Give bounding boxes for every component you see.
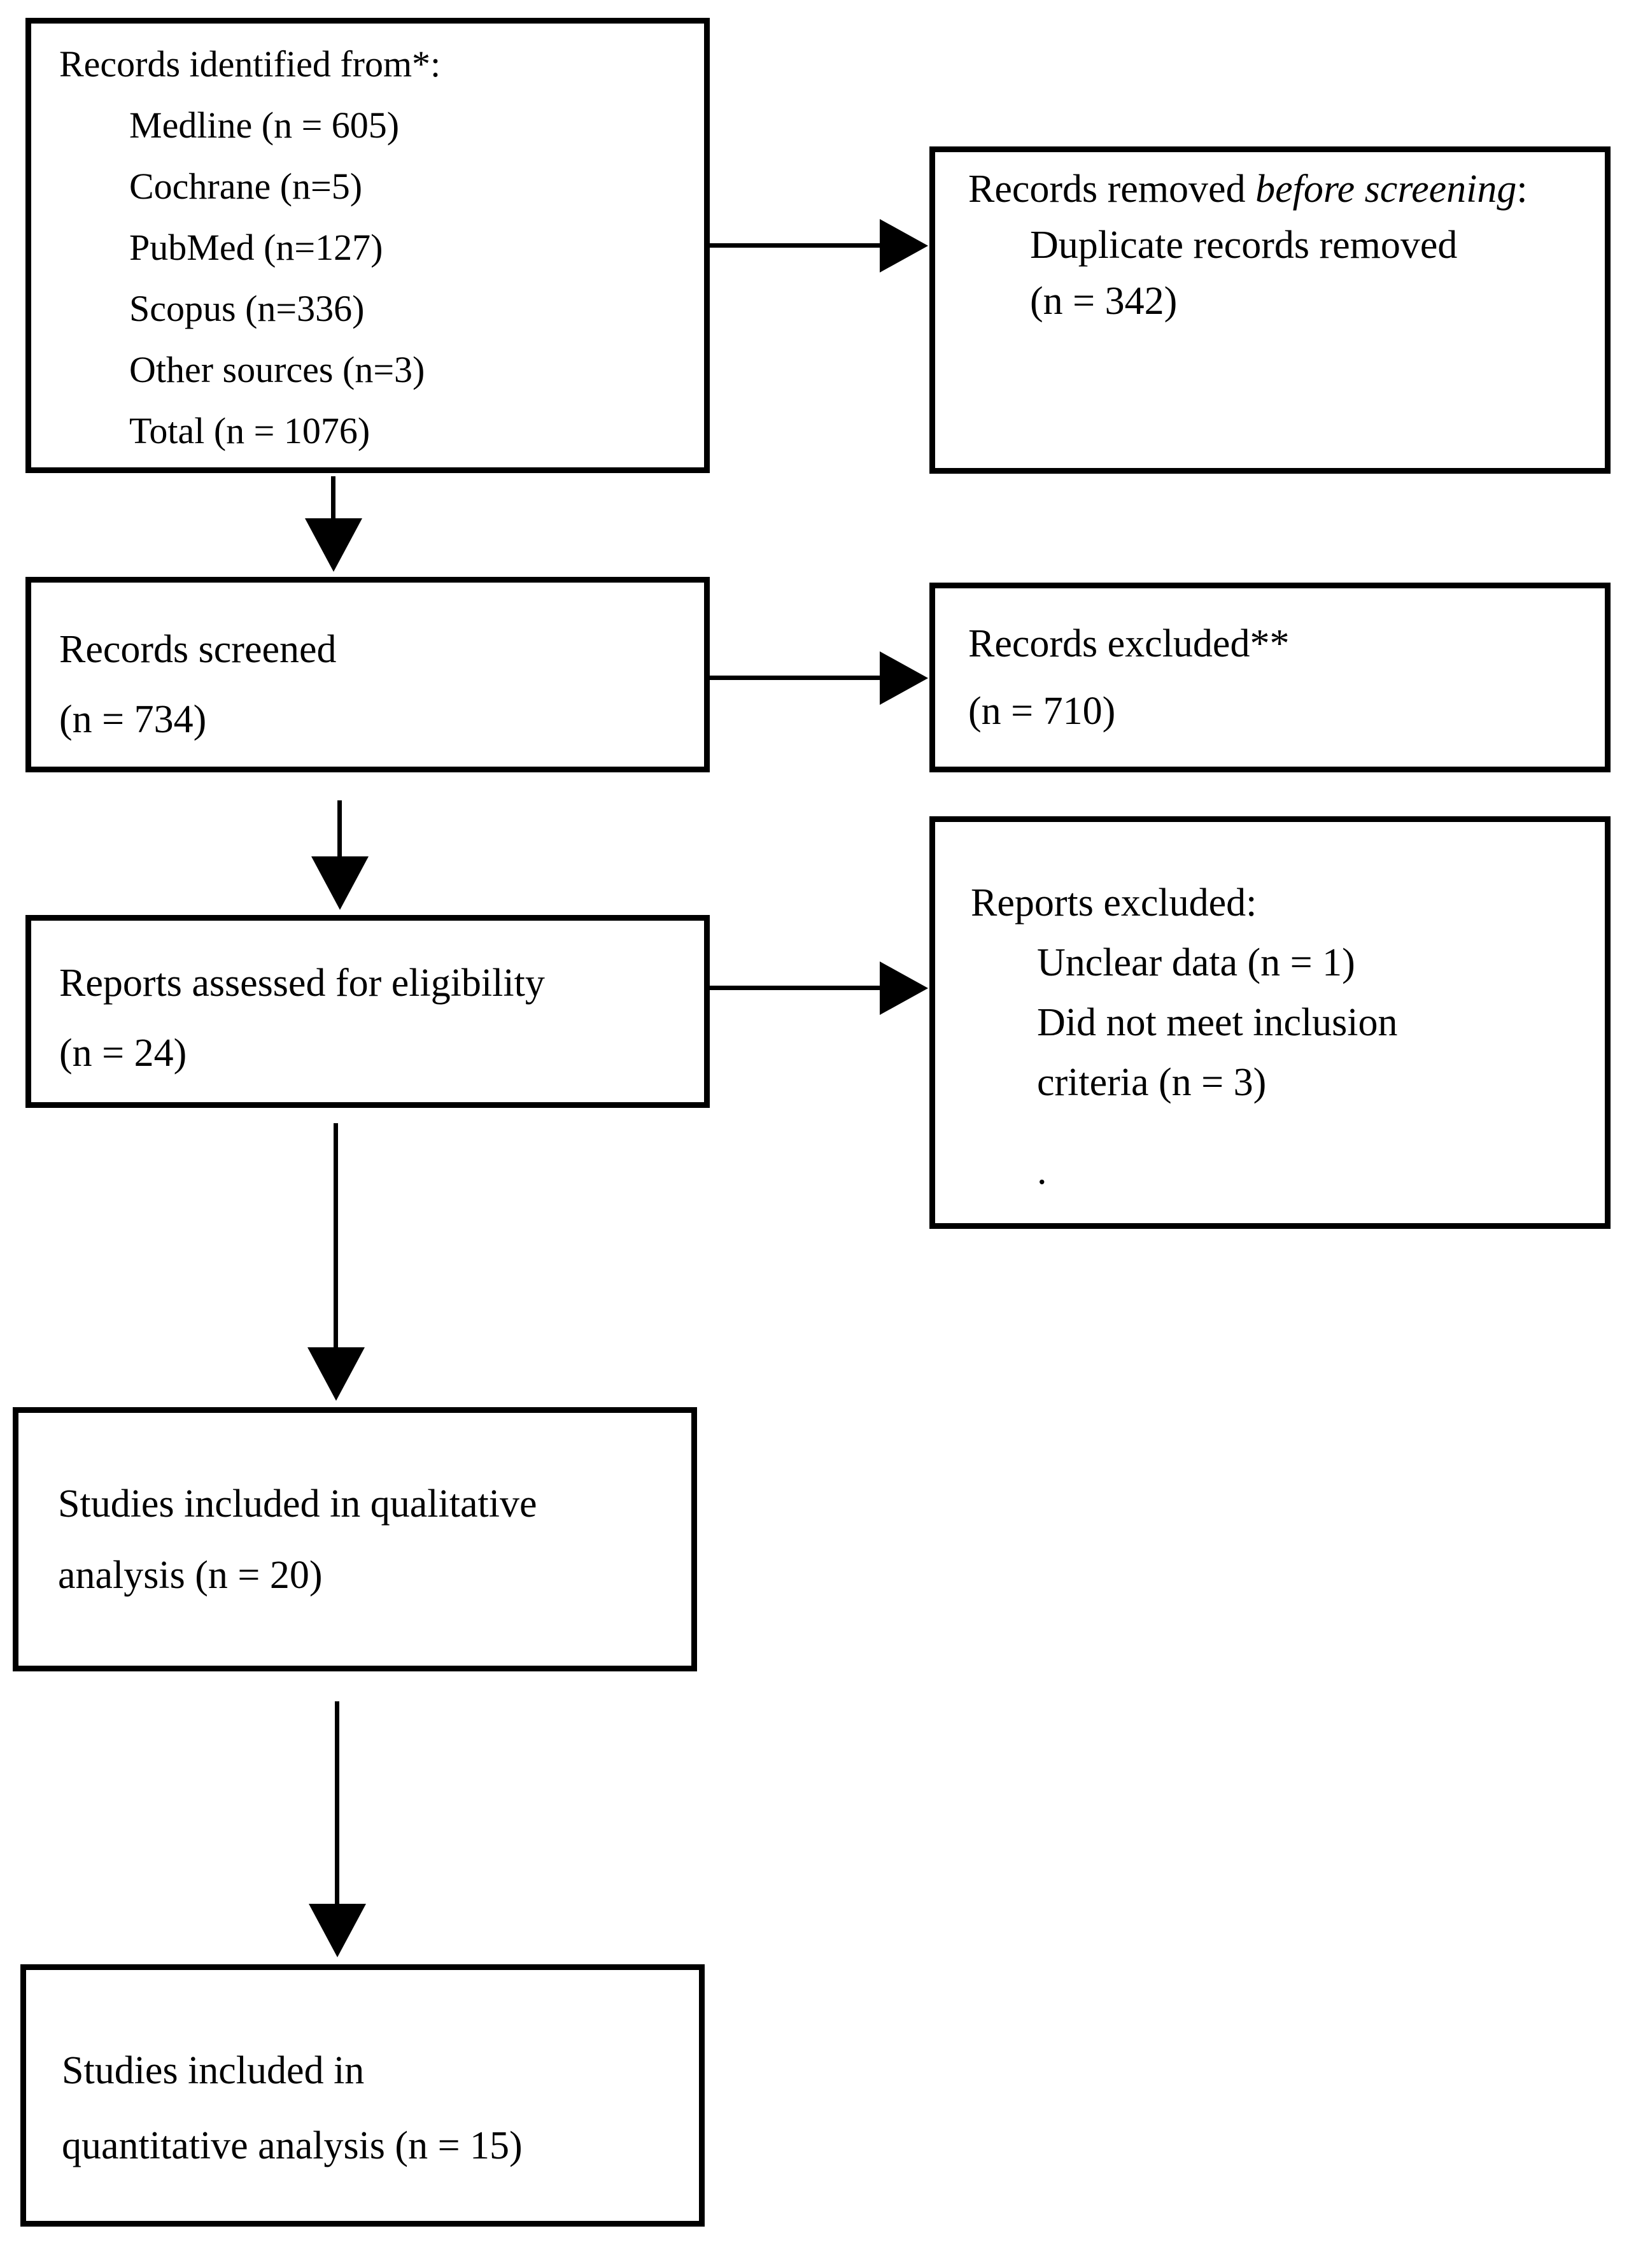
identification-records-box: Records identified from*: Medline (n = 6… <box>25 18 710 473</box>
reports-excluded-title: Reports excluded: <box>971 881 1257 925</box>
reports-excluded-inclusion-line1: Did not meet inclusion <box>1037 1001 1398 1044</box>
records-screened-box: Records screened (n = 734) <box>25 577 710 772</box>
records-removed-box: Records removed before screening: Duplic… <box>929 146 1611 474</box>
reports-assessed-count: (n = 24) <box>59 1031 187 1075</box>
qualitative-line2: analysis (n = 20) <box>58 1553 323 1597</box>
identification-item-pubmed: PubMed (n=127) <box>129 227 383 268</box>
reports-assessed-box: Reports assessed for eligibility (n = 24… <box>25 915 710 1108</box>
reports-assessed-label: Reports assessed for eligibility <box>59 961 545 1005</box>
records-removed-title-italic: before screening <box>1255 167 1517 211</box>
records-excluded-count: (n = 710) <box>968 690 1116 733</box>
records-removed-title-suffix: : <box>1516 167 1528 211</box>
reports-excluded-unclear-data: Unclear data (n = 1) <box>1037 941 1355 984</box>
records-removed-count: (n = 342) <box>1030 280 1178 323</box>
identification-item-medline: Medline (n = 605) <box>129 104 400 146</box>
arrow-shaft <box>710 676 882 680</box>
qualitative-line1: Studies included in qualitative <box>58 1482 537 1526</box>
records-screened-label: Records screened <box>59 627 337 671</box>
arrow-shaft <box>331 476 335 521</box>
records-screened-count: (n = 734) <box>59 697 207 741</box>
quantitative-line2: quantitative analysis (n = 15) <box>62 2124 523 2167</box>
reports-excluded-box: Reports excluded: Unclear data (n = 1) D… <box>929 816 1611 1229</box>
identification-item-cochrane: Cochrane (n=5) <box>129 166 363 207</box>
arrow-shaft <box>710 243 882 248</box>
identification-title: Records identified from*: <box>59 43 441 85</box>
identification-item-scopus: Scopus (n=336) <box>129 288 365 329</box>
quantitative-studies-box: Studies included in quantitative analysi… <box>20 1964 705 2227</box>
arrow-shaft <box>334 1123 338 1350</box>
arrow-right-icon <box>880 961 928 1015</box>
identification-item-total: Total (n = 1076) <box>129 410 370 451</box>
records-excluded-label: Records excluded** <box>968 622 1290 665</box>
arrow-right-icon <box>880 651 928 705</box>
records-removed-title-prefix: Records removed <box>968 167 1256 211</box>
arrow-down-icon <box>305 518 362 572</box>
reports-excluded-inclusion-line2: criteria (n = 3) <box>1037 1061 1267 1104</box>
qualitative-studies-box: Studies included in qualitative analysis… <box>13 1407 697 1671</box>
records-excluded-box: Records excluded** (n = 710) <box>929 583 1611 772</box>
records-removed-duplicates: Duplicate records removed <box>1030 223 1458 267</box>
arrow-down-icon <box>311 856 369 910</box>
arrow-right-icon <box>880 219 928 273</box>
records-removed-title: Records removed before screening: <box>968 161 1592 217</box>
arrow-shaft <box>337 800 342 859</box>
arrow-shaft <box>335 1701 339 1906</box>
arrow-shaft <box>710 986 882 990</box>
arrow-down-icon <box>309 1904 366 1957</box>
identification-item-other: Other sources (n=3) <box>129 349 425 390</box>
reports-excluded-period: . <box>1037 1149 1047 1193</box>
quantitative-line1: Studies included in <box>62 2049 365 2092</box>
arrow-down-icon <box>307 1347 365 1401</box>
